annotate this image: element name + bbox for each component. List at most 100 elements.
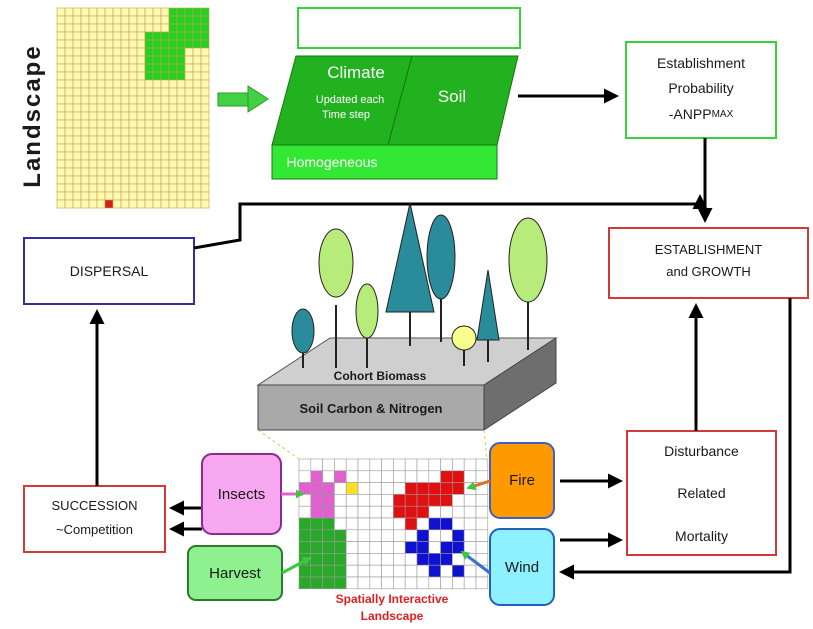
landscape-cell (136, 191, 146, 201)
landscape-cell (168, 23, 178, 33)
spatial-cell (345, 494, 359, 507)
landscape-cell (128, 191, 138, 201)
spatial-cell (463, 505, 477, 519)
landscape-grid (56, 7, 210, 209)
landscape-cell (128, 151, 138, 161)
landscape-cell (72, 191, 82, 201)
spatial-cell (440, 529, 453, 542)
landscape-cell (72, 135, 82, 145)
spatial-cell (404, 458, 418, 472)
landscape-cell (200, 87, 210, 97)
landscape-cell (104, 167, 114, 177)
spatial-cell (298, 458, 312, 472)
spatial-cell (404, 576, 418, 590)
spatial-cell (463, 541, 477, 554)
landscape-cell (72, 87, 82, 97)
landscape-cell (184, 167, 194, 177)
landscape-cell (56, 175, 66, 185)
landscape-cell (72, 167, 82, 177)
spatial-cell (298, 576, 312, 590)
landscape-cell (104, 111, 114, 121)
landscape-cell (184, 55, 194, 65)
spatial-cell (416, 564, 430, 578)
anpp-text: -ANPP (668, 106, 712, 122)
harvest-pointer-icon (281, 556, 312, 575)
spatial-cell (369, 564, 382, 578)
landscape-cell (160, 103, 170, 113)
spatial-cell (345, 576, 359, 590)
landscape-cell (80, 55, 90, 65)
landscape-cell (120, 15, 130, 25)
landscape-cell (152, 191, 162, 201)
landscape-cell (184, 175, 194, 185)
landscape-cell (184, 111, 194, 121)
landscape-cell (200, 151, 210, 161)
landscape-cell (200, 175, 210, 185)
spatial-label-line1: Spatially Interactive (335, 592, 449, 606)
landscape-cell (176, 15, 186, 25)
landscape-cell (104, 183, 114, 193)
landscape-label: Landscape (19, 44, 46, 188)
arrow-growth-to-wind (559, 298, 792, 580)
landscape-cell (72, 15, 82, 25)
landscape-cell (104, 103, 114, 113)
spatial-cell (428, 564, 441, 578)
landscape-cell (120, 111, 130, 121)
landscape-cell (56, 151, 66, 161)
spatial-cell (463, 576, 477, 590)
landscape-cell (56, 63, 66, 73)
landscape-cell (176, 175, 186, 185)
spatial-cell (369, 553, 382, 566)
spatial-cell (393, 541, 406, 554)
landscape-cell (176, 167, 186, 177)
landscape-cell (200, 135, 210, 145)
spatial-cell (322, 494, 335, 507)
landscape-cell (56, 119, 66, 129)
spatial-cell (463, 517, 477, 531)
spatial-cell (334, 505, 347, 519)
spatial-cell (393, 505, 406, 519)
landscape-cell (152, 71, 162, 81)
landscape-cell (64, 191, 74, 201)
spatial-cell (381, 494, 394, 507)
spatial-cell (357, 529, 371, 542)
landscape-cell (56, 23, 66, 33)
landscape-cell (88, 119, 98, 129)
landscape-cell (120, 63, 130, 73)
spatial-cell (334, 541, 347, 554)
landscape-cell (152, 7, 162, 17)
landscape-cell (96, 191, 106, 201)
landscape-cell (136, 135, 146, 145)
landscape-cell (64, 103, 74, 113)
spatial-cell (310, 517, 323, 531)
landscape-cell (168, 55, 178, 65)
spatial-cell (393, 529, 406, 542)
landscape-cell (80, 39, 90, 49)
landscape-cell (168, 159, 178, 169)
spatial-cell (393, 553, 406, 566)
landscape-cell (64, 79, 74, 89)
landscape-cell (176, 159, 186, 169)
landscape-cell (200, 39, 210, 49)
landscape-cell (168, 39, 178, 49)
fire-pointer-icon (466, 479, 491, 491)
landscape-cell (128, 7, 138, 17)
landscape-cell (128, 55, 138, 65)
landscape-cell (168, 103, 178, 113)
landscape-cell (64, 87, 74, 97)
landscape-cell (64, 23, 74, 33)
spatial-cell (322, 564, 335, 578)
landscape-cell (184, 71, 194, 81)
landscape-cell (128, 143, 138, 153)
landscape-cell (128, 175, 138, 185)
landscape-cell (184, 199, 194, 209)
landscape-cell (192, 23, 202, 33)
spatial-cell (322, 553, 335, 566)
landscape-cell (184, 39, 194, 49)
landscape-cell (192, 63, 202, 73)
spatial-cell (475, 494, 489, 507)
landscape-cell (136, 23, 146, 33)
landscape-cell (200, 47, 210, 57)
establishment-growth-line1: ESTABLISHMENT (654, 241, 763, 257)
landscape-cell (192, 191, 202, 201)
